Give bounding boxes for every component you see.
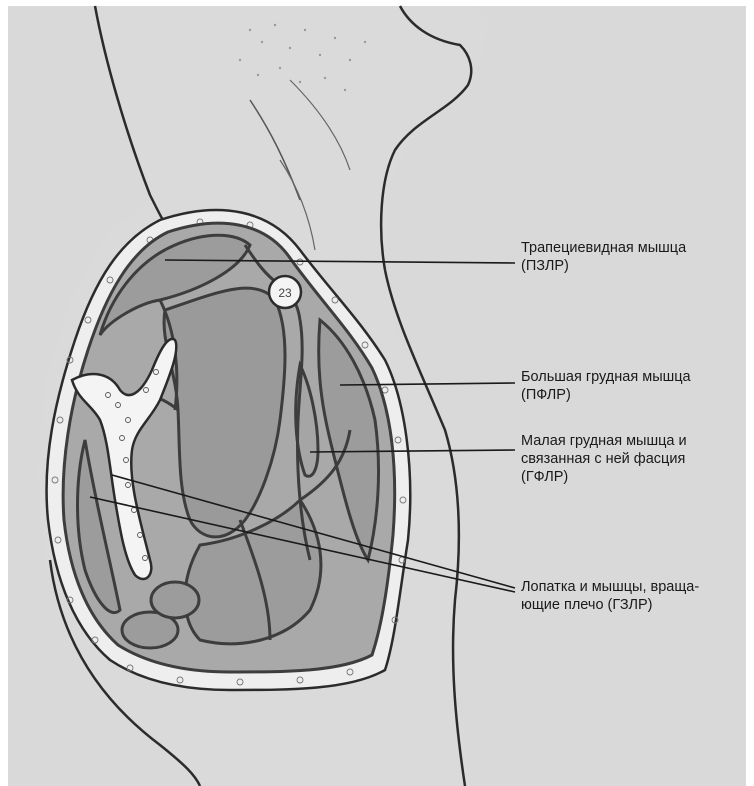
- label-pectoralis-minor-line-1: Малая грудная мышца и: [521, 432, 687, 450]
- label-scapula-line-1: Лопатка и мышцы, враща-: [521, 578, 699, 596]
- label-pectoralis-minor-line-3: (ГФЛР): [521, 468, 687, 486]
- label-pectoralis-minor: Малая грудная мышца и связанная с ней фа…: [521, 432, 687, 486]
- label-pectoralis-minor-line-2: связанная с ней фасция: [521, 450, 687, 468]
- label-pectoralis-major-line-2: (ПФЛР): [521, 386, 691, 404]
- label-scapula: Лопатка и мышцы, враща- ющие плечо (ГЗЛР…: [521, 578, 699, 614]
- label-pectoralis-major-line-1: Большая грудная мышца: [521, 368, 691, 386]
- bone-text: 23: [278, 286, 292, 300]
- clavicle-bone: 23: [269, 276, 301, 308]
- label-trapezius-line-1: Трапециевидная мышца: [521, 239, 686, 257]
- label-trapezius-line-2: (ПЗЛР): [521, 257, 686, 275]
- label-scapula-line-2: ющие плечо (ГЗЛР): [521, 596, 699, 614]
- label-trapezius: Трапециевидная мышца (ПЗЛР): [521, 239, 686, 275]
- label-pectoralis-major: Большая грудная мышца (ПФЛР): [521, 368, 691, 404]
